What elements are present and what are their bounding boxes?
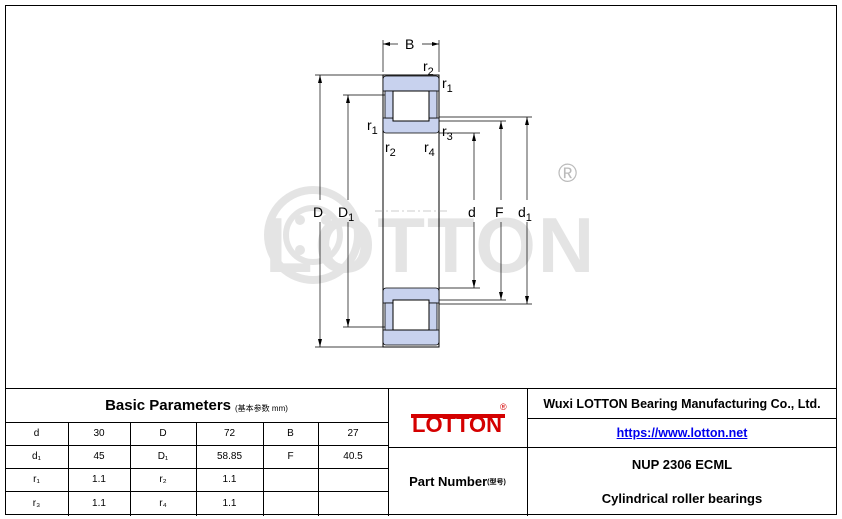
param-cell: B (287, 428, 294, 439)
basic-parameters-title: Basic Parameters (基本参数 mm) (5, 389, 388, 422)
param-cell: 30 (93, 428, 105, 439)
dim-r2-top: r2 (423, 58, 434, 78)
param-cell: 1.1 (222, 474, 237, 485)
spec-table: Basic Parameters (基本参数 mm) d 30 D 72 B 27 d₁ 45… (5, 388, 837, 516)
param-cell: d (33, 428, 40, 439)
dim-d: d (468, 204, 476, 220)
table-title-sub: (基本参数 mm) (235, 403, 288, 413)
dim-r3: r3 (442, 123, 453, 143)
param-cell: 1.1 (92, 498, 106, 509)
param-cell: F (287, 451, 294, 462)
param-cell: r₃ (32, 498, 41, 509)
param-cell: 45 (93, 451, 105, 462)
param-cell (263, 468, 318, 491)
param-cell: r₁ (33, 474, 40, 485)
dim-r2-bottom: r2 (385, 139, 396, 159)
company-name: Wuxi LOTTON Bearing Manufacturing Co., L… (543, 396, 821, 411)
dim-D1: D1 (338, 204, 354, 224)
param-cell: 58.85 (216, 451, 243, 462)
param-cell: 72 (223, 428, 236, 439)
param-cell (318, 491, 388, 516)
param-cell: d₁ (32, 451, 41, 462)
dim-d1: d1 (518, 204, 532, 224)
svg-text:®: ® (500, 402, 507, 412)
table-title: Basic Parameters (105, 397, 232, 414)
registered-mark: ® (558, 158, 577, 188)
param-cell: D (159, 428, 167, 439)
param-cell: r₄ (159, 498, 167, 509)
part-number-value: NUP 2306 ECML (631, 456, 733, 472)
part-number-label: Part Number(型号) (388, 447, 527, 516)
bearing-drawing: LOTTON ® (264, 36, 594, 348)
svg-text:LOTTON: LOTTON (412, 412, 502, 437)
dim-D: D (313, 204, 323, 220)
param-cell: 1.1 (92, 474, 106, 485)
dim-B: B (405, 36, 414, 52)
dim-r1-left: r1 (367, 117, 378, 137)
param-cell: D₁ (157, 451, 169, 462)
dim-r4: r4 (424, 139, 435, 159)
part-number-text: Part Number (409, 474, 488, 489)
dim-F: F (495, 204, 504, 220)
bearing-type: Cylindrical roller bearings (601, 491, 763, 506)
param-cell: 27 (347, 428, 359, 439)
dim-r1-top: r1 (442, 75, 453, 95)
drawing-frame (5, 5, 837, 515)
param-cell (318, 468, 388, 491)
param-cell: 1.1 (222, 498, 237, 509)
param-cell: 40.5 (343, 451, 363, 462)
company-website-link[interactable]: https://www.lotton.net (616, 425, 748, 440)
lotton-logo: LOTTON ® (388, 389, 527, 447)
param-cell (263, 491, 318, 516)
part-number-sub: (型号) (487, 478, 506, 486)
param-cell: r₂ (159, 474, 167, 485)
